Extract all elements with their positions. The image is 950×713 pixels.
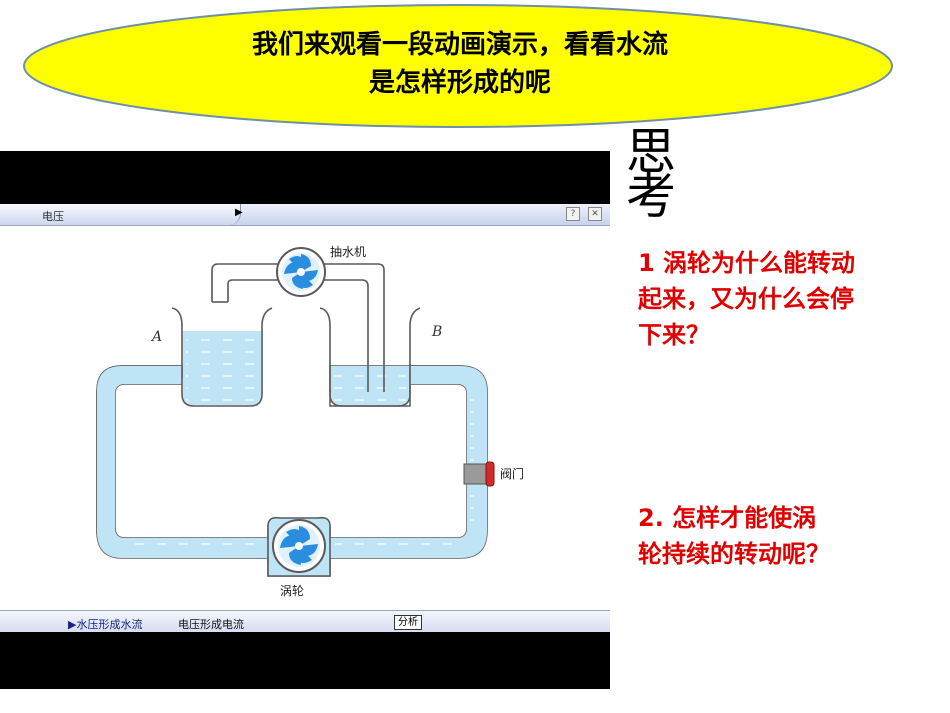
pump-label: 抽水机: [330, 245, 366, 259]
analyze-button[interactable]: 分析: [394, 615, 422, 630]
pump-pipe: [211, 263, 385, 392]
turbine-fan-icon: [267, 516, 331, 577]
question-1: 1 涡轮为什么能转动 起来，又为什么会停 下来？: [638, 245, 938, 353]
tab-label: 电压: [42, 210, 64, 223]
player-top-bar: 电压 ▶ ? ✕: [0, 204, 610, 226]
close-button[interactable]: ✕: [588, 207, 602, 221]
question-1-line-2: 起来，又为什么会停: [638, 285, 854, 313]
player-black-top: [0, 151, 610, 204]
label-b: B: [431, 324, 442, 340]
question-2: 2. 怎样才能使涡 轮持续的转动呢？: [638, 500, 938, 572]
tab-voltage[interactable]: 电压 ▶: [0, 204, 243, 225]
think-heading-line-2: 考: [626, 167, 676, 225]
player-bottom-bar: ▶水压形成水流 电压形成电流 分析: [0, 610, 610, 633]
think-heading: 思 考: [626, 123, 716, 225]
question-2-line-2: 轮持续的转动呢？: [638, 540, 830, 568]
help-button[interactable]: ?: [566, 207, 580, 221]
question-1-line-3: 下来？: [638, 321, 710, 349]
valve-label: 阀门: [500, 466, 524, 481]
valve-icon[interactable]: [463, 461, 495, 487]
question-1-line-1: 1 涡轮为什么能转动: [638, 249, 856, 277]
play-arrow-icon[interactable]: ▶: [235, 207, 243, 218]
question-2-line-1: 2. 怎样才能使涡: [638, 504, 817, 532]
title-line-1: 我们来观看一段动画演示，看看水流: [251, 30, 668, 60]
container-b: [319, 307, 421, 407]
title-line-2: 是怎样形成的呢: [368, 68, 551, 98]
label-a: A: [150, 329, 162, 345]
water-circuit-diagram: A B 抽水机: [96, 245, 524, 598]
link-voltage-current[interactable]: 电压形成电流: [178, 618, 244, 631]
player-black-bottom: [0, 632, 610, 689]
title-bubble: [23, 4, 893, 128]
pump-fan-icon: [276, 247, 326, 297]
think-heading-line-1: 思: [626, 123, 676, 181]
link-water-pressure[interactable]: ▶水压形成水流: [68, 618, 143, 631]
turbine-label: 涡轮: [280, 584, 304, 598]
container-a: [171, 307, 273, 407]
animation-stage: A B 抽水机: [0, 226, 610, 610]
